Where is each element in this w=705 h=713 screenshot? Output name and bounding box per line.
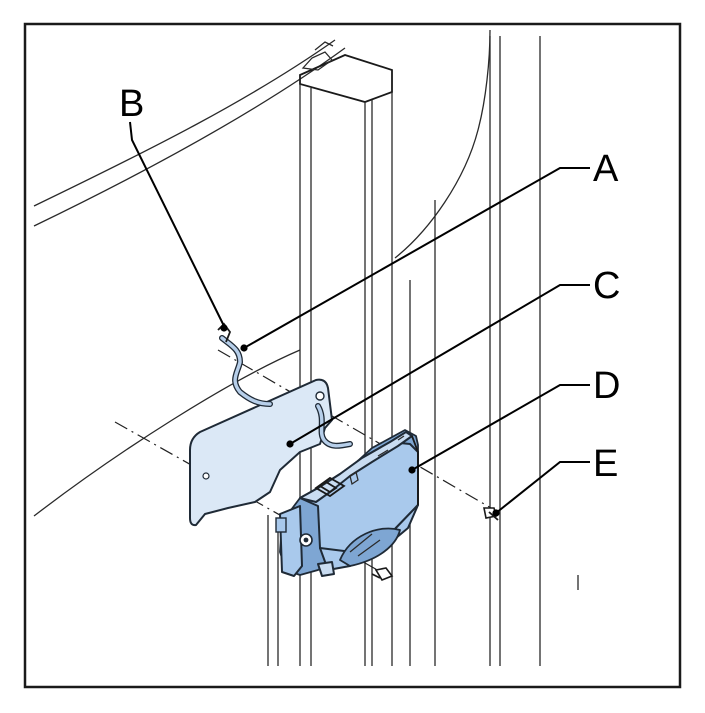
leader-lines: [129, 121, 590, 514]
screw-lower: [371, 567, 394, 581]
mounting-plate: [189, 378, 333, 527]
cable: [217, 322, 353, 449]
background-arch: [33, 29, 491, 517]
callout-a: A: [593, 148, 619, 190]
callout-d: D: [593, 365, 620, 407]
figure-frame: [23, 22, 682, 689]
vertical-post: [267, 41, 393, 666]
callout-c: C: [593, 265, 620, 307]
right-rails: [409, 36, 579, 666]
device-housing: [275, 429, 419, 577]
leader-dots: [220, 324, 500, 517]
callout-b: B: [119, 83, 144, 125]
screw-e: [483, 507, 499, 521]
callout-e: E: [593, 443, 618, 485]
